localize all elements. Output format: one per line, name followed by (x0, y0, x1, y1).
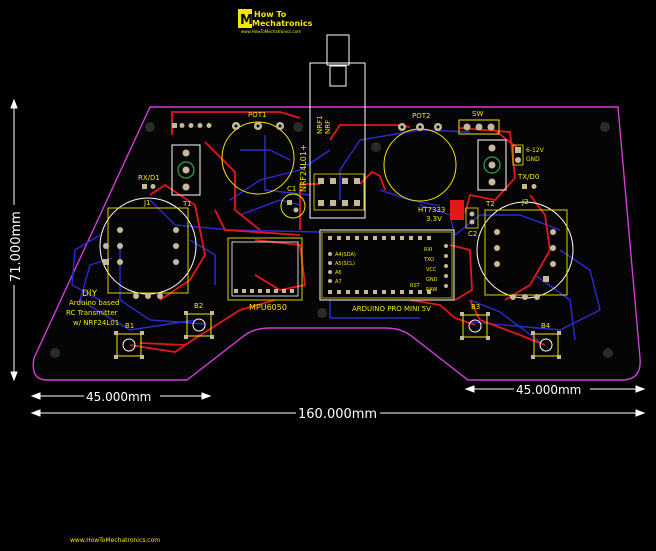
ht7333-label: HT7333 (418, 206, 445, 214)
regulator-ht7333 (450, 200, 479, 229)
howtomechatronics-logo: M How To Mechatronics www.HowToMechatron… (238, 9, 313, 34)
dimension-total-width: 160.000mm (298, 407, 377, 422)
pin-gnd: GND (426, 277, 438, 283)
b4-label: B4 (541, 322, 551, 330)
potentiometer-pot1 (221, 121, 295, 195)
logo-url: www.HowToMechatronics.com (241, 29, 301, 34)
toggle-switch-t1 (171, 144, 201, 196)
nrf24l01-module (309, 34, 366, 219)
dimension-height-bg (5, 205, 23, 285)
dimension-right-width: 45.000mm (516, 383, 581, 397)
tx-header (522, 184, 537, 189)
switch-sw (458, 119, 500, 135)
t1-label: T1 (182, 200, 192, 208)
b2-label: B2 (194, 302, 203, 310)
power-header (512, 144, 524, 166)
pin-a6: A6 (335, 270, 342, 276)
logo-line1: How To (254, 10, 287, 19)
b1-label: B1 (125, 322, 134, 330)
joystick-j1 (99, 197, 197, 299)
dimension-left-width: 45.000mm (86, 390, 151, 404)
diy-label: DIY (82, 289, 98, 299)
mpu6050-label: MPU6050 (249, 303, 287, 312)
nrf-module-label: NRF24L01+ (299, 144, 308, 192)
b3-label: B3 (471, 303, 480, 311)
power-label-line2: GND (526, 156, 540, 163)
rx-label: RX/D1 (138, 174, 160, 182)
capacitor-c1 (280, 193, 306, 219)
mounting-holes (50, 122, 613, 358)
dimension-height: 71.000mm (9, 211, 24, 282)
description-line1: Arduino based (69, 299, 119, 307)
pin-rxi: RXI (424, 247, 432, 253)
top-copper-traces (129, 111, 551, 353)
sw-label: SW (472, 110, 483, 118)
c2-label: C2 (468, 230, 477, 238)
pin-a5: A5(SCL) (335, 261, 355, 267)
rx-header (142, 184, 156, 189)
ht7333-voltage-label: 3.3V (426, 215, 442, 223)
pin-rst: RST (410, 283, 421, 289)
pin-raw: RAW (426, 287, 437, 293)
footer-url: www.HowToMechatronics.com (70, 537, 160, 544)
description-line2: RC Transmitter (66, 309, 118, 317)
potentiometer-pot2 (383, 123, 457, 202)
pin-vcc: VCC (426, 267, 437, 273)
svg-text:M: M (240, 13, 253, 28)
toggle-switch-t2 (477, 139, 507, 191)
c1-label: C1 (287, 185, 296, 193)
pin-a7: A7 (335, 279, 342, 285)
tx-label: TX/D0 (517, 173, 539, 181)
nrf2-label: NRF (324, 120, 332, 134)
pot1-label: POT1 (248, 111, 266, 119)
pin-a4: A4(SDA) (335, 252, 356, 258)
button-b3 (460, 312, 490, 340)
logo-line2: Mechatronics (252, 19, 313, 28)
dimension-right-bg (514, 381, 590, 397)
description-line3: w/ NRF24L01 (73, 319, 119, 327)
nrf1-label: NRF1 (316, 115, 324, 134)
pin-txo: TXO (423, 257, 434, 263)
joystick-j2 (476, 201, 574, 300)
power-label-line1: 6-12V (526, 147, 545, 154)
button-b2 (184, 311, 214, 339)
j2-label: J2 (521, 198, 529, 206)
t2-label: T2 (485, 200, 495, 208)
j1-label: J1 (143, 199, 151, 207)
mpu6050-module (227, 237, 303, 301)
dimension-left-bg (84, 388, 160, 404)
arduino-label: ARDUINO PRO MINI 5V (352, 305, 431, 313)
pot2-label: POT2 (412, 112, 430, 120)
header-top-left (172, 123, 212, 128)
arduino-pro-mini (319, 229, 455, 301)
button-b1 (114, 331, 144, 359)
dimension-total-bg (296, 405, 380, 421)
button-b4 (531, 331, 561, 359)
